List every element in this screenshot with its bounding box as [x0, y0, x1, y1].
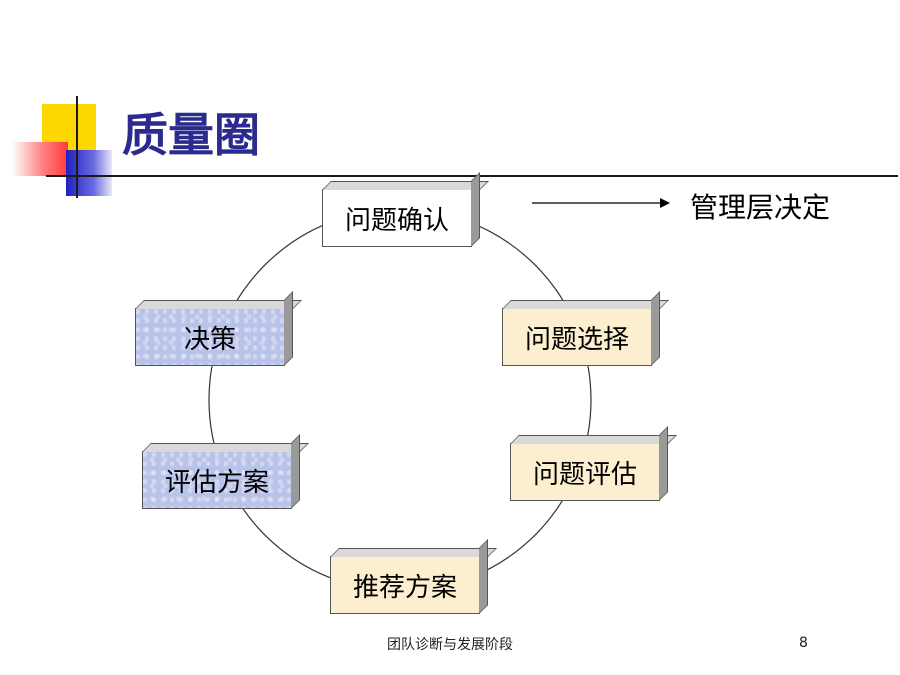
decor-blue-square — [66, 150, 112, 196]
step-label: 问题确认 — [344, 205, 449, 236]
step-label: 评估方案 — [164, 467, 269, 498]
step-problem-identification: 问题确认 — [322, 189, 472, 247]
step-label: 问题评估 — [532, 459, 637, 490]
step-problem-evaluation: 问题评估 — [510, 443, 660, 501]
step-evaluate-solution: 评估方案 — [142, 451, 292, 509]
step-decision: 决策 — [135, 308, 285, 366]
step-label: 推荐方案 — [352, 572, 457, 603]
right-arrow-icon — [532, 198, 670, 208]
title-underline — [46, 175, 898, 177]
step-recommend-solution: 推荐方案 — [330, 556, 480, 614]
step-label: 决策 — [183, 324, 236, 355]
decor-vertical-line — [76, 96, 78, 198]
slide-footer: 团队诊断与发展阶段 — [387, 637, 513, 653]
management-decision-label: 管理层决定 — [690, 191, 831, 224]
step-problem-selection: 问题选择 — [502, 308, 652, 366]
decor-red-gradient — [12, 142, 68, 176]
step-label: 问题选择 — [524, 324, 629, 355]
page-number: 8 — [799, 635, 808, 651]
slide-title: 质量圈 — [122, 108, 260, 162]
